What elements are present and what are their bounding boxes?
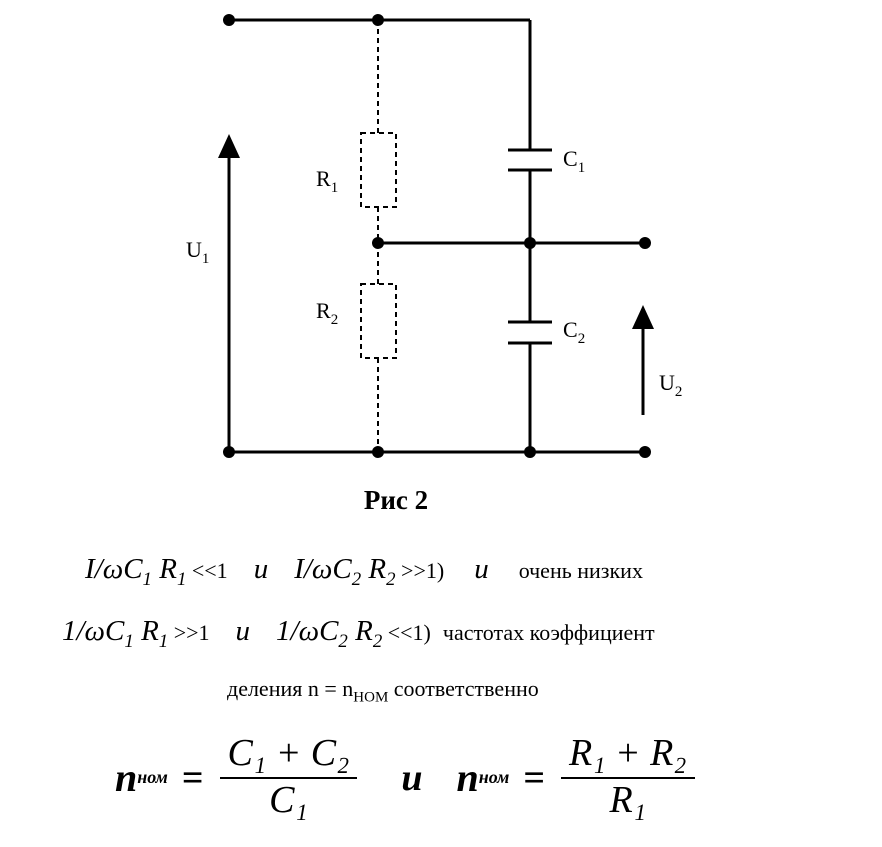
fraction-resistive-numerator: R₁ + R₂ bbox=[561, 732, 695, 779]
fraction-capacitive-denominator: C₁ bbox=[269, 778, 308, 821]
cond2-tail: частотах коэффициент bbox=[442, 620, 655, 645]
label-c2: C2 bbox=[563, 317, 585, 347]
resistor-branch bbox=[360, 20, 397, 452]
formula-and: и bbox=[401, 756, 423, 799]
label-c1: C1 bbox=[563, 146, 585, 176]
label-u2: U2 bbox=[659, 370, 682, 400]
cond1-and-1: и bbox=[253, 553, 269, 585]
equals-1: = bbox=[181, 756, 204, 799]
label-r1: R1 bbox=[316, 166, 338, 196]
circuit-wires bbox=[227, 18, 645, 454]
n-symbol-1: n bbox=[115, 755, 138, 801]
u2-arrowhead bbox=[632, 305, 654, 329]
figure-caption: Рис 2 bbox=[363, 485, 429, 515]
fraction-capacitive-numerator: C₁ + C₂ bbox=[219, 732, 358, 779]
fraction-resistive-denominator: R₁ bbox=[609, 778, 646, 821]
cond1-expr-a: I/ωC1 R1 <<1 bbox=[85, 553, 228, 590]
cond1-and-2: и bbox=[474, 553, 489, 585]
capacitor-c1 bbox=[508, 148, 552, 172]
circuit-nodes bbox=[223, 14, 651, 458]
label-u1: U1 bbox=[186, 237, 209, 267]
nom-sub-2: ном bbox=[478, 767, 510, 788]
nom-sub-1: ном bbox=[137, 767, 168, 788]
cond2-expr-a: 1/ωC1 R1 >>1 bbox=[62, 615, 210, 652]
cond1-expr-b: I/ωC2 R2 >>1) bbox=[294, 553, 445, 590]
fraction-capacitive: C₁ + C₂ C₁ bbox=[219, 732, 358, 822]
condition-line-1: I/ωC1 R1 <<1 и I/ωC2 R2 >>1) и очень низ… bbox=[85, 553, 643, 591]
resistor-r2 bbox=[360, 283, 397, 359]
cond2-and: и bbox=[235, 615, 251, 647]
capacitor-c2 bbox=[508, 320, 552, 345]
label-r2: R2 bbox=[316, 298, 338, 328]
resistor-r1 bbox=[360, 132, 397, 208]
division-line: деления n = nНОМ соответственно bbox=[227, 676, 539, 706]
condition-line-2: 1/ωC1 R1 >>1 и 1/ωC2 R2 <<1) частотах ко… bbox=[62, 615, 655, 653]
fraction-resistive: R₁ + R₂ R₁ bbox=[561, 732, 695, 822]
cond1-tail: очень низких bbox=[518, 558, 643, 583]
n-symbol-2: n bbox=[456, 755, 479, 801]
u1-arrowhead bbox=[218, 134, 240, 158]
cond2-expr-b: 1/ωC2 R2 <<1) bbox=[276, 615, 431, 652]
equals-2: = bbox=[523, 756, 545, 799]
circuit-diagram: R1 R2 C1 C2 U1 U2 bbox=[186, 14, 682, 458]
